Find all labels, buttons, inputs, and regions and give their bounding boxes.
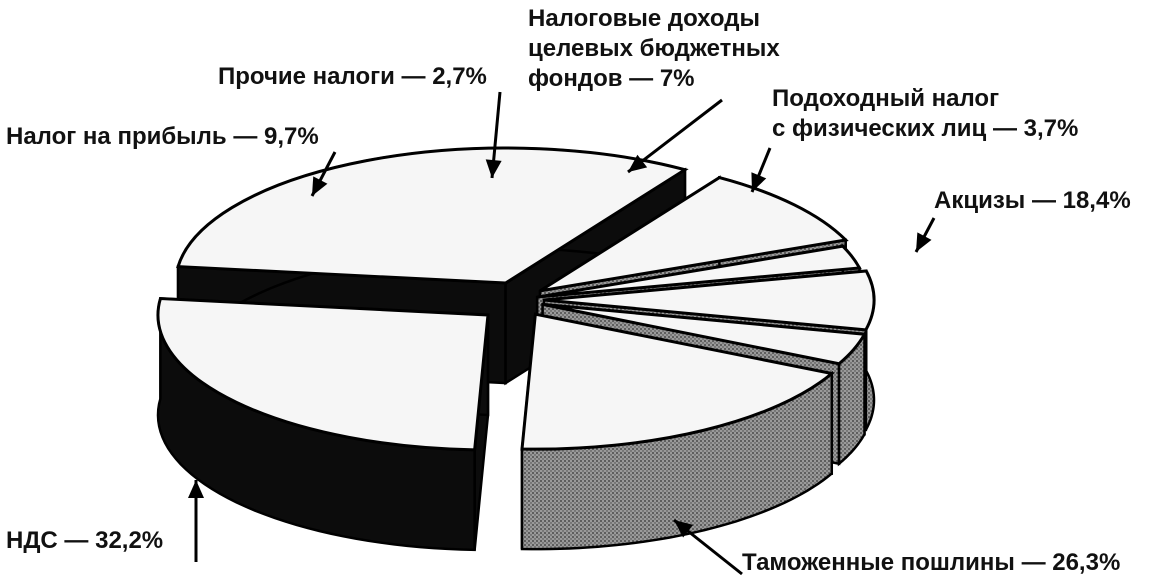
slice-label: Акцизы — 18,4%	[934, 187, 1131, 214]
leader-arrowhead	[188, 480, 204, 498]
pie-slice	[156, 296, 490, 552]
leader-arrowhead	[628, 154, 648, 172]
leader-line	[627, 98, 723, 174]
pie-slice	[520, 312, 836, 551]
leader-arrowhead	[485, 159, 502, 178]
leader-arrowhead	[916, 232, 932, 252]
leader-arrowhead	[674, 520, 694, 538]
leader-arrowhead	[312, 176, 328, 196]
slice-label: НДС — 32,2%	[6, 527, 163, 554]
slice-label: Налог на прибыль — 9,7%	[6, 123, 319, 150]
slice-label: Таможенные пошлины — 26,3%	[742, 549, 1120, 576]
leader-arrowhead	[751, 172, 767, 192]
slice-label: Прочие налоги — 2,7%	[218, 63, 487, 90]
